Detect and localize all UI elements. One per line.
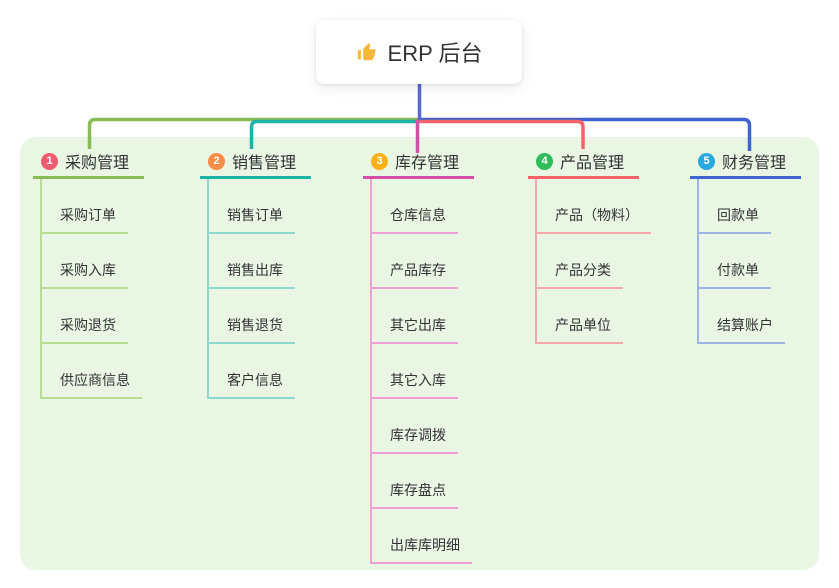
child-node-label: 其它入库: [370, 370, 458, 399]
branch-number-badge: 1: [41, 152, 58, 170]
child-node-label: 采购订单: [40, 205, 128, 234]
branch-number-badge: 4: [536, 152, 553, 170]
branch-children: 仓库信息 产品库存 其它出库 其它入库 库存调拨 库存盘点 出库库明细: [370, 179, 474, 564]
branch-label: 采购管理: [65, 155, 130, 172]
branch-label: 销售管理: [232, 155, 297, 172]
child-node[interactable]: 其它入库: [370, 344, 474, 399]
child-node[interactable]: 产品单位: [535, 289, 651, 344]
branch-number-badge: 5: [698, 152, 715, 170]
child-node[interactable]: 供应商信息: [40, 344, 144, 399]
child-node[interactable]: 销售退货: [207, 289, 311, 344]
child-node-label: 仓库信息: [370, 205, 458, 234]
branch: 4 产品管理 产品（物料） 产品分类 产品单位: [528, 146, 651, 344]
child-node-label: 库存调拨: [370, 425, 458, 454]
child-node-label: 销售订单: [207, 205, 295, 234]
branch-label: 财务管理: [722, 155, 787, 172]
branch-header[interactable]: 3 库存管理: [363, 146, 475, 179]
child-node-label: 出库库明细: [370, 535, 472, 564]
branch: 5 财务管理 回款单 付款单 结算账户: [690, 146, 802, 344]
child-node-label: 产品（物料）: [535, 205, 651, 234]
branch-number-badge: 3: [371, 152, 388, 170]
child-node-label: 销售退货: [207, 315, 295, 344]
branch-child-connector: [207, 179, 209, 399]
child-node-label: 产品库存: [370, 260, 458, 289]
branch: 2 销售管理 销售订单 销售出库 销售退货 客户信息: [200, 146, 312, 399]
child-node-label: 其它出库: [370, 315, 458, 344]
child-node-label: 产品单位: [535, 315, 623, 344]
child-node[interactable]: 库存盘点: [370, 454, 474, 509]
branch: 1 采购管理 采购订单 采购入库 采购退货 供应商信息: [33, 146, 145, 399]
branch-header[interactable]: 5 财务管理: [690, 146, 802, 179]
child-node[interactable]: 客户信息: [207, 344, 311, 399]
child-node[interactable]: 付款单: [697, 234, 801, 289]
branch-children: 采购订单 采购入库 采购退货 供应商信息: [40, 179, 144, 399]
branch-children: 销售订单 销售出库 销售退货 客户信息: [207, 179, 311, 399]
child-node[interactable]: 产品（物料）: [535, 179, 651, 234]
child-node-label: 客户信息: [207, 370, 295, 399]
branch-child-connector: [370, 179, 372, 564]
branch-child-connector: [697, 179, 699, 344]
child-node[interactable]: 产品分类: [535, 234, 651, 289]
child-node-label: 采购入库: [40, 260, 128, 289]
child-node[interactable]: 产品库存: [370, 234, 474, 289]
branch-label: 库存管理: [395, 155, 460, 172]
branch-children: 产品（物料） 产品分类 产品单位: [535, 179, 651, 344]
child-node[interactable]: 销售出库: [207, 234, 311, 289]
child-node[interactable]: 其它出库: [370, 289, 474, 344]
mindmap-canvas[interactable]: [20, 137, 819, 570]
child-node-label: 付款单: [697, 260, 771, 289]
child-node-label: 供应商信息: [40, 370, 142, 399]
branch-header[interactable]: 2 销售管理: [200, 146, 312, 179]
child-node-label: 采购退货: [40, 315, 128, 344]
child-node-label: 产品分类: [535, 260, 623, 289]
branch: 3 库存管理 仓库信息 产品库存 其它出库 其它入库 库存调拨 库存盘点 出库库…: [363, 146, 475, 564]
branch-children: 回款单 付款单 结算账户: [697, 179, 801, 344]
branch-child-connector: [40, 179, 42, 399]
child-node[interactable]: 销售订单: [207, 179, 311, 234]
child-node-label: 结算账户: [697, 315, 785, 344]
child-node[interactable]: 采购退货: [40, 289, 144, 344]
child-node[interactable]: 仓库信息: [370, 179, 474, 234]
thumbs-up-icon: [357, 43, 376, 61]
root-node[interactable]: ERP 后台: [316, 20, 522, 84]
child-node-label: 销售出库: [207, 260, 295, 289]
child-node[interactable]: 结算账户: [697, 289, 801, 344]
root-node-label: ERP 后台: [387, 41, 483, 66]
branch-label: 产品管理: [560, 155, 625, 172]
child-node[interactable]: 采购入库: [40, 234, 144, 289]
child-node[interactable]: 回款单: [697, 179, 801, 234]
branch-child-connector: [535, 179, 537, 344]
child-node-label: 库存盘点: [370, 480, 458, 509]
child-node[interactable]: 库存调拨: [370, 399, 474, 454]
branch-header[interactable]: 4 产品管理: [528, 146, 640, 179]
branch-number-badge: 2: [208, 152, 225, 170]
child-node[interactable]: 采购订单: [40, 179, 144, 234]
child-node[interactable]: 出库库明细: [370, 509, 474, 564]
branch-header[interactable]: 1 采购管理: [33, 146, 145, 179]
child-node-label: 回款单: [697, 205, 771, 234]
